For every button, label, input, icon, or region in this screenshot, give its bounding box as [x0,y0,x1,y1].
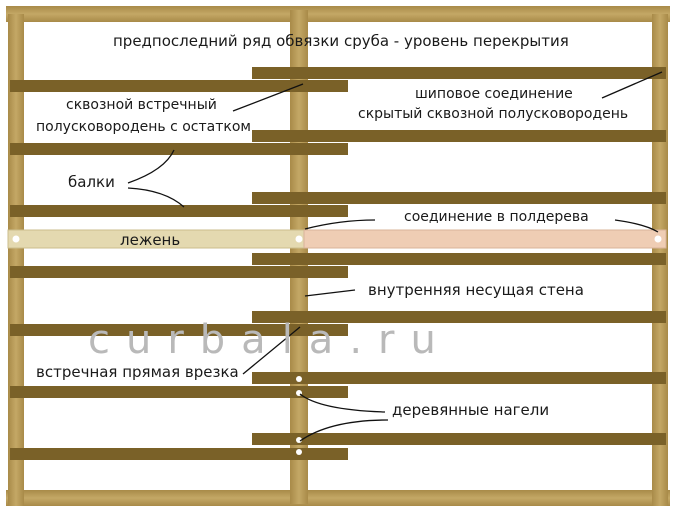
label-joint-right: шиповое соединение [415,86,573,102]
floor-beam-left [10,205,348,217]
floor-beam-right [252,253,666,265]
label-joint-left: сквозной встречный [66,97,217,113]
top-log [6,6,670,22]
sill-right-part [303,229,667,249]
floor-beam-right [252,372,666,384]
leader-line [127,149,175,184]
left-wall-log [8,14,24,506]
dowel [296,437,302,443]
leader-line [304,289,356,297]
floor-beam-left [10,266,348,278]
leader-line [601,71,663,99]
floor-beam-right [252,130,666,142]
label-dowels: деревянные нагели [392,401,550,419]
floor-beam-left [10,143,348,155]
label-sill: лежень [120,231,181,249]
label-joint-left-2: полусковородень с остатком [36,119,251,135]
label-beams: балки [68,173,115,191]
leader-line [232,83,304,112]
label-joint-right-2: скрытый сквозной полусковородень [358,106,629,122]
leader-line [127,187,185,208]
floor-beam-right [252,311,666,323]
floor-beam-left [10,80,348,92]
floor-beam-right [252,192,666,204]
dowel [296,376,302,382]
sill-dowel [654,235,662,243]
leader-line [304,219,376,230]
floor-beam-left [10,448,348,460]
label-inner-wall: внутренняя несущая стена [368,281,584,299]
label-straight-cut: встречная прямая врезка [36,363,239,381]
leader-line [299,419,389,442]
label-half-lap: соединение в полдерева [404,209,589,225]
floor-beam-left [10,324,348,336]
diagram-title: предпоследний ряд обвязки сруба - уровен… [113,32,569,50]
floor-beam-right [252,67,666,79]
floor-beam-right [252,433,666,445]
leader-line [299,393,386,413]
sill-dowel [295,235,303,243]
floor-beam-left [10,386,348,398]
leader-line [614,219,659,233]
sill-dowel [12,235,20,243]
watermark: curbala.ru [88,317,452,363]
dowel [296,449,302,455]
bottom-log [6,490,670,506]
leader-line [242,326,301,375]
